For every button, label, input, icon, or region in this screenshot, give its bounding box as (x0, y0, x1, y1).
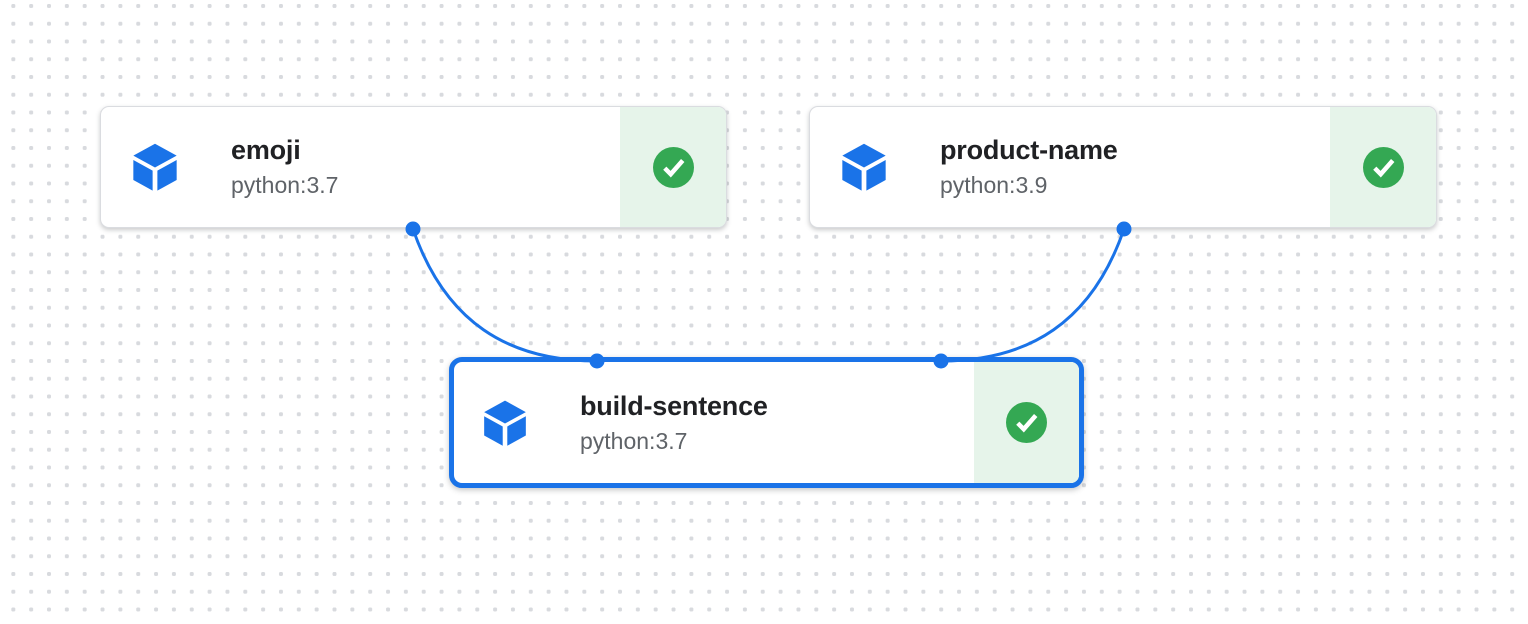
node-title: emoji (231, 135, 301, 165)
package-cube-icon (480, 398, 530, 448)
node-labels: emoji python:3.7 (231, 134, 338, 200)
success-check-icon (1362, 146, 1404, 188)
edge-emoji-to-build-sentence (411, 227, 599, 363)
pipeline-node-build-sentence[interactable]: build-sentence python:3.7 (449, 357, 1084, 488)
node-subtitle: python:3.9 (940, 172, 1048, 198)
pipeline-node-emoji[interactable]: emoji python:3.7 (100, 106, 727, 228)
node-subtitle: python:3.7 (580, 427, 688, 454)
node-subtitle: python:3.7 (231, 172, 339, 198)
package-cube-icon (129, 141, 181, 193)
node-status-panel (620, 107, 726, 227)
node-title: product-name (940, 135, 1118, 165)
node-title: build-sentence (580, 390, 768, 421)
success-check-icon (652, 146, 694, 188)
success-check-icon (1006, 402, 1047, 443)
pipeline-node-product-name[interactable]: product-name python:3.9 (809, 106, 1437, 228)
edge-product-name-to-build-sentence (939, 227, 1126, 363)
package-cube-icon (838, 141, 890, 193)
node-status-panel (1330, 107, 1436, 227)
node-labels: product-name python:3.9 (940, 134, 1118, 200)
node-labels: build-sentence python:3.7 (580, 390, 768, 456)
node-status-panel (974, 362, 1079, 483)
